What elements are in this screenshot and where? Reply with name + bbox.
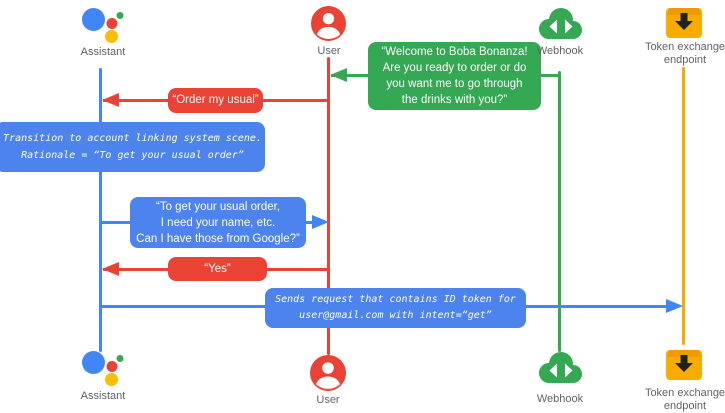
webhook-icon <box>536 7 584 47</box>
arrow-left-icon <box>102 262 119 276</box>
ask-speech-bubble: “To get your usual order, I need your na… <box>130 197 306 248</box>
assistant-label: Assistant <box>80 390 126 402</box>
arrow-right-icon <box>312 215 329 229</box>
assistant-icon <box>78 348 128 393</box>
user-lifeline <box>327 57 330 355</box>
user-icon <box>310 355 346 396</box>
token-endpoint-lifeline <box>682 67 685 345</box>
token-endpoint-label: Token exchange endpoint <box>644 41 725 66</box>
webhook-label: Webhook <box>536 45 584 57</box>
user-icon <box>311 6 346 46</box>
webhook-lifeline <box>558 71 561 352</box>
arrow-left-icon <box>330 68 347 82</box>
token-endpoint-label: Token exchange endpoint <box>644 387 725 412</box>
token-endpoint-icon <box>665 3 703 46</box>
assistant-icon <box>78 5 128 50</box>
transition-system-note: Transition to account linking system sce… <box>0 122 265 172</box>
assistant-lifeline <box>99 68 102 352</box>
arrow-left-icon <box>102 93 119 107</box>
order-speech-bubble: “Order my usual” <box>168 88 263 113</box>
yes-speech-bubble: “Yes” <box>168 257 267 281</box>
send-request-note: Sends request that contains ID token for… <box>265 288 526 328</box>
token-endpoint-icon <box>665 345 703 388</box>
user-label: User <box>317 45 341 57</box>
webhook-icon <box>536 351 584 391</box>
assistant-label: Assistant <box>80 46 126 58</box>
user-label: User <box>316 394 340 406</box>
arrow-right-icon <box>666 299 683 313</box>
webhook-label: Webhook <box>536 393 584 405</box>
welcome-speech-bubble: “Welcome to Boba Bonanza! Are you ready … <box>368 42 541 110</box>
